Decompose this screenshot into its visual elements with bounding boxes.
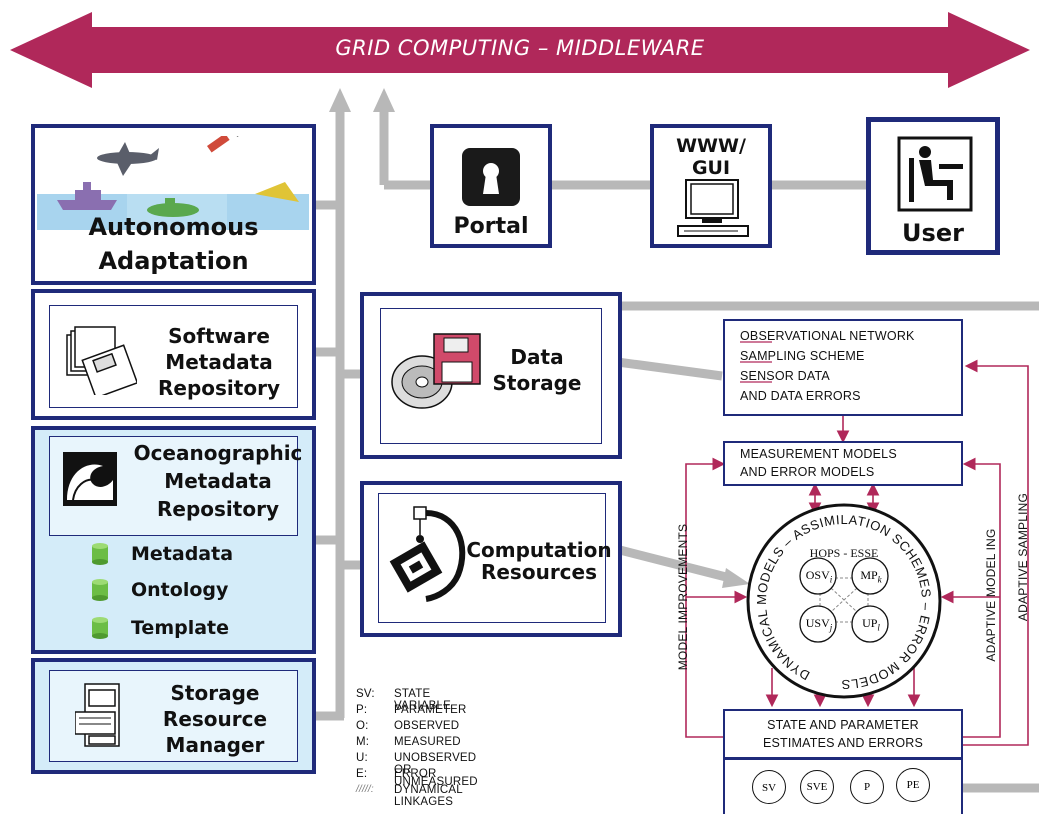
estimate-p: P xyxy=(850,770,884,804)
observational-underlines xyxy=(740,341,772,383)
software-metadata-box[interactable]: Software Metadata Repository xyxy=(31,289,316,420)
legend-text-u: UNOBSERVED OR UNMEASURED xyxy=(394,752,478,788)
legend-key-u: U: xyxy=(356,752,368,764)
oceanographic-metadata-label: Metadata xyxy=(164,469,272,493)
hops-esse-circle: DYNAMICAL MODELS – ASSIMILATION SCHEMES … xyxy=(742,500,942,699)
estimate-sve: SVE xyxy=(800,770,834,804)
user-label: User xyxy=(902,219,964,247)
measurement-line-1: MEASUREMENT MODELS xyxy=(740,447,897,461)
metadata-item: Metadata xyxy=(131,543,234,565)
model-improvements-label: MODEL IMPROVEMENTS xyxy=(676,523,690,671)
ontology-item: Ontology xyxy=(131,579,229,601)
floppy-stack-icon xyxy=(66,326,137,395)
computer-icon xyxy=(677,179,749,237)
node-mp: MPk xyxy=(860,568,882,585)
www-label: WWW/ xyxy=(676,135,746,157)
legend-key-o: O: xyxy=(356,720,369,732)
legend-text-linkages: DYNAMICAL LINKAGES xyxy=(394,784,463,808)
keyhole-icon xyxy=(462,148,520,206)
estimates-line-1: STATE AND PARAMETER xyxy=(767,718,919,732)
autonomous-vehicles-illustration xyxy=(37,136,309,230)
user-box[interactable]: User xyxy=(866,117,1000,255)
storage-resource-manager-box[interactable]: Storage Resource Manager xyxy=(31,658,316,774)
oceanographic-repository-label: Repository xyxy=(157,497,279,521)
legend-key-p: P: xyxy=(356,704,368,716)
observational-line-1: OBSERVATIONAL NETWORK xyxy=(740,329,915,343)
legend-key-m: M: xyxy=(356,736,370,748)
data-storage-box[interactable]: Data Storage xyxy=(360,292,622,459)
measurement-models-box[interactable] xyxy=(723,441,963,486)
node-osv: OSVi xyxy=(805,568,833,585)
banner-title: GRID COMPUTING – MIDDLEWARE xyxy=(335,36,705,60)
node-up: UPl xyxy=(862,616,880,633)
legend-key-linkages: /////: xyxy=(356,784,374,795)
autonomous-adaptation-box[interactable]: Autonomous Adaptation xyxy=(31,124,316,285)
template-item: Template xyxy=(131,617,230,639)
estimates-line-2: ESTIMATES AND ERRORS xyxy=(762,736,924,750)
middleware-banner xyxy=(10,12,1030,88)
disk-icon xyxy=(391,333,481,409)
adaptive-modeling-label: ADAPTIVE MODEL ING xyxy=(984,528,998,662)
observational-line-2: SAMPLING SCHEME xyxy=(740,349,865,363)
storage-label: Storage xyxy=(170,681,260,705)
node-usv: USVj xyxy=(805,616,833,633)
legend-text-p: PARAMETER xyxy=(394,704,467,716)
legend-text-e: ERROR xyxy=(394,768,437,780)
user-seated-icon xyxy=(897,136,973,212)
software-repository-label: Repository xyxy=(158,376,280,400)
portal-label: Portal xyxy=(453,214,529,239)
legend-key-sv: SV: xyxy=(356,688,375,700)
resources-label: Resources xyxy=(480,560,598,584)
adaptive-sampling-label: ADAPTIVE SAMPLING xyxy=(1016,492,1030,622)
software-label: Software xyxy=(168,324,270,348)
backbone-arrowhead xyxy=(329,88,351,112)
storage-label-mid: Storage xyxy=(492,371,582,395)
oceanographic-label: Oceanographic xyxy=(133,441,303,465)
autonomous-label: Autonomous xyxy=(88,213,259,241)
template-cylinder-icon xyxy=(92,617,108,639)
estimate-pe: PE xyxy=(896,768,930,802)
computation-label: Computation xyxy=(466,538,612,562)
computation-resources-box[interactable]: Computation Resources xyxy=(360,481,622,637)
adaptation-label: Adaptation xyxy=(98,247,249,275)
chip-icon xyxy=(389,506,466,602)
filing-cabinet-icon xyxy=(75,683,120,747)
observational-line-4: AND DATA ERRORS xyxy=(740,389,861,403)
data-label: Data xyxy=(510,345,564,369)
measurement-line-2: AND ERROR MODELS xyxy=(740,465,875,479)
legend-text-sv: STATE VARIABLE xyxy=(394,688,451,712)
software-metadata-label: Metadata xyxy=(165,350,273,374)
resource-label: Resource xyxy=(162,707,268,731)
portal-box[interactable]: Portal xyxy=(430,124,552,248)
legend-key-e: E: xyxy=(356,768,368,780)
wave-icon xyxy=(63,452,117,506)
estimate-sv: SV xyxy=(752,770,786,804)
manager-label: Manager xyxy=(165,733,265,757)
oceanographic-metadata-box[interactable]: Oceanographic Metadata Repository Metada… xyxy=(31,426,316,654)
observational-network-box[interactable] xyxy=(723,319,963,416)
legend-text-m: MEASURED xyxy=(394,736,461,748)
metadata-cylinder-icon xyxy=(92,543,108,565)
observational-line-3: SENSOR DATA xyxy=(740,369,830,383)
gui-label: GUI xyxy=(691,157,731,179)
hops-esse-label: HOPS - ESSE xyxy=(809,546,879,560)
legend-text-o: OBSERVED xyxy=(394,720,460,732)
estimates-box[interactable] xyxy=(723,709,963,759)
ontology-cylinder-icon xyxy=(92,579,108,601)
www-gui-box[interactable]: WWW/ GUI xyxy=(650,124,772,248)
